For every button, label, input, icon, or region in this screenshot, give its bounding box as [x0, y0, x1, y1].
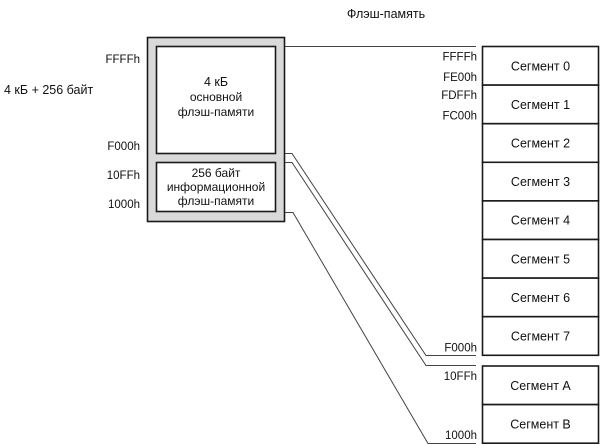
segment-addr-bottom: F000h — [444, 342, 477, 354]
segment-box — [481, 365, 600, 406]
segment-label: Сегмент 6 — [511, 291, 570, 305]
segment-box — [481, 315, 600, 357]
segment-box — [481, 238, 600, 279]
left-addr-ffff: FFFFh — [106, 54, 141, 66]
segment-label: Сегмент B — [510, 417, 571, 431]
segment-label: Сегмент 7 — [511, 330, 570, 344]
segment-label: Сегмент 2 — [511, 137, 570, 151]
segment-label: Сегмент 4 — [511, 214, 570, 228]
segment-label: Сегмент A — [510, 379, 571, 393]
segment-label: Сегмент 0 — [511, 59, 570, 73]
left-addr-1000: 1000h — [108, 199, 140, 211]
segment-box — [481, 403, 600, 445]
main-flash-line-1: 4 кБ — [204, 75, 228, 89]
total-size-label: 4 кБ + 256 байт — [4, 83, 93, 97]
connector-10ff — [285, 162, 476, 366]
segment-addr-bottom: FE00h — [443, 72, 477, 84]
main-flash-line-3: флэш-памяти — [178, 105, 254, 119]
segment-label: Сегмент 1 — [511, 98, 570, 112]
segment-box — [481, 277, 600, 318]
segment-box — [481, 122, 600, 164]
segment-addr-bottom: FC00h — [442, 111, 477, 123]
segment-box — [481, 161, 600, 202]
info-flash-line-2: информационной — [167, 180, 265, 194]
info-flash-line-1: 256 байт — [192, 166, 241, 180]
segment-addr-top: FDFFh — [441, 90, 477, 102]
connector-1000 — [285, 212, 476, 444]
segment-addr-top: FFFFh — [443, 52, 478, 64]
info-flash-box — [155, 161, 277, 213]
left-addr-f000: F000h — [107, 141, 140, 153]
connector-f000 — [285, 153, 476, 356]
diagram-title: Флэш-память — [347, 7, 425, 21]
segment-addr-top: 10FFh — [444, 371, 477, 383]
segment-label: Сегмент 5 — [511, 252, 570, 266]
segment-box — [481, 84, 600, 125]
main-flash-box — [155, 45, 277, 155]
segment-label: Сегмент 3 — [511, 175, 570, 189]
segment-box — [481, 200, 600, 241]
info-flash-line-3: флэш-памяти — [178, 194, 254, 208]
segment-addr-bottom: 1000h — [445, 430, 477, 442]
left-addr-10ff: 10FFh — [107, 170, 140, 182]
main-flash-line-2: основной — [190, 90, 242, 104]
